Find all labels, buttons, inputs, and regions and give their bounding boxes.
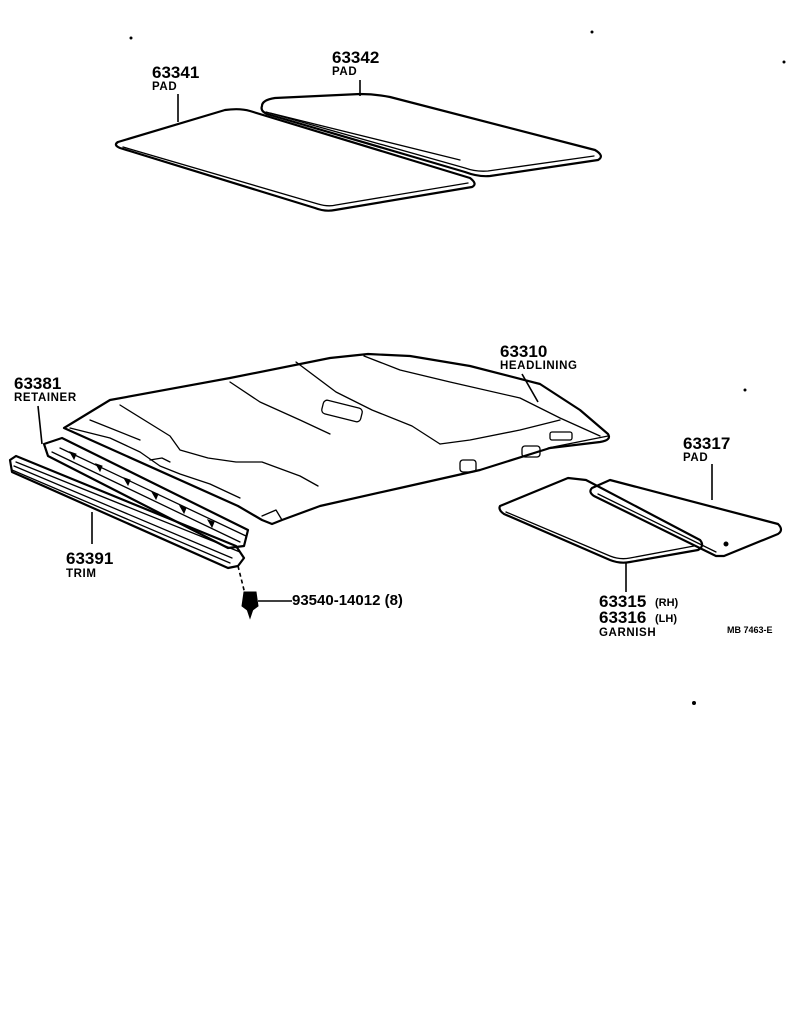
part-number-63341: 63341 [152,63,199,82]
pad-63342-drawing [260,92,602,178]
scan-specks [129,30,786,705]
part-name-63310: HEADLINING [500,360,578,372]
part-number-93540: 93540-14012 (8) [292,592,403,609]
garnish-63315-drawing [498,476,704,564]
trim-63391-drawing [8,454,246,570]
pad-63317-drawing [589,478,783,558]
part-number-63310: 63310 [500,342,547,361]
screw-93540-drawing [237,565,259,620]
pad-63341-drawing [114,108,476,212]
leader-63310 [521,373,539,403]
part-number-63315: 63315 [599,592,646,611]
part-number-63391: 63391 [66,549,113,568]
part-number-63316: 63316 [599,608,646,627]
part-number-63317: 63317 [683,434,730,453]
part-name-garnish: GARNISH [599,627,656,639]
diagram-reference-code: MB 7463-E [727,625,773,635]
part-suffix-lh: (LH) [655,613,677,625]
retainer-63381-drawing [42,436,250,550]
part-name-63381: RETAINER [14,392,77,404]
headlining-63310-drawing [62,352,611,526]
part-name-63391: TRIM [66,568,97,580]
part-number-63381: 63381 [14,374,61,393]
part-name-63342: PAD [332,66,357,78]
part-name-63317: PAD [683,452,708,464]
part-suffix-rh: (RH) [655,597,679,609]
part-name-63341: PAD [152,81,177,93]
part-number-63342: 63342 [332,48,379,67]
leader-63381 [37,405,43,445]
